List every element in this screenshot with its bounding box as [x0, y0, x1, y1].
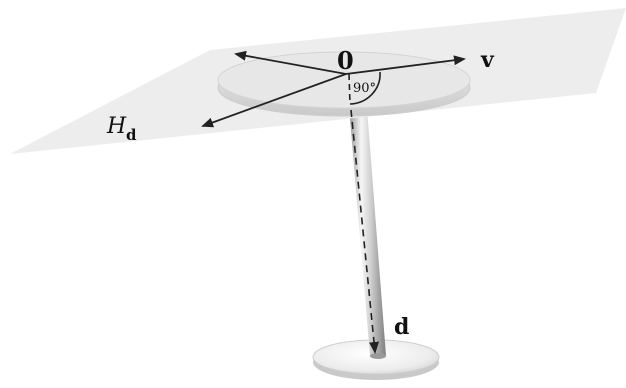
vector-d-axis [348, 73, 379, 354]
vector-d-label: d [394, 314, 409, 340]
plane-label: H d [106, 114, 137, 144]
plane-vectors [201, 50, 466, 128]
angle-label: 90° [353, 81, 376, 96]
vector-v-label: v [480, 47, 495, 73]
plane-symbol: H [106, 114, 127, 139]
stand-shaft [348, 95, 386, 359]
vector-lower-left-arrow [201, 73, 347, 128]
vector-v-arrow [345, 55, 466, 75]
plane-subscript: d [126, 126, 137, 144]
right-angle-arc [349, 71, 381, 105]
vector-left-arrow [234, 50, 347, 75]
origin-label: 0 [337, 46, 354, 75]
